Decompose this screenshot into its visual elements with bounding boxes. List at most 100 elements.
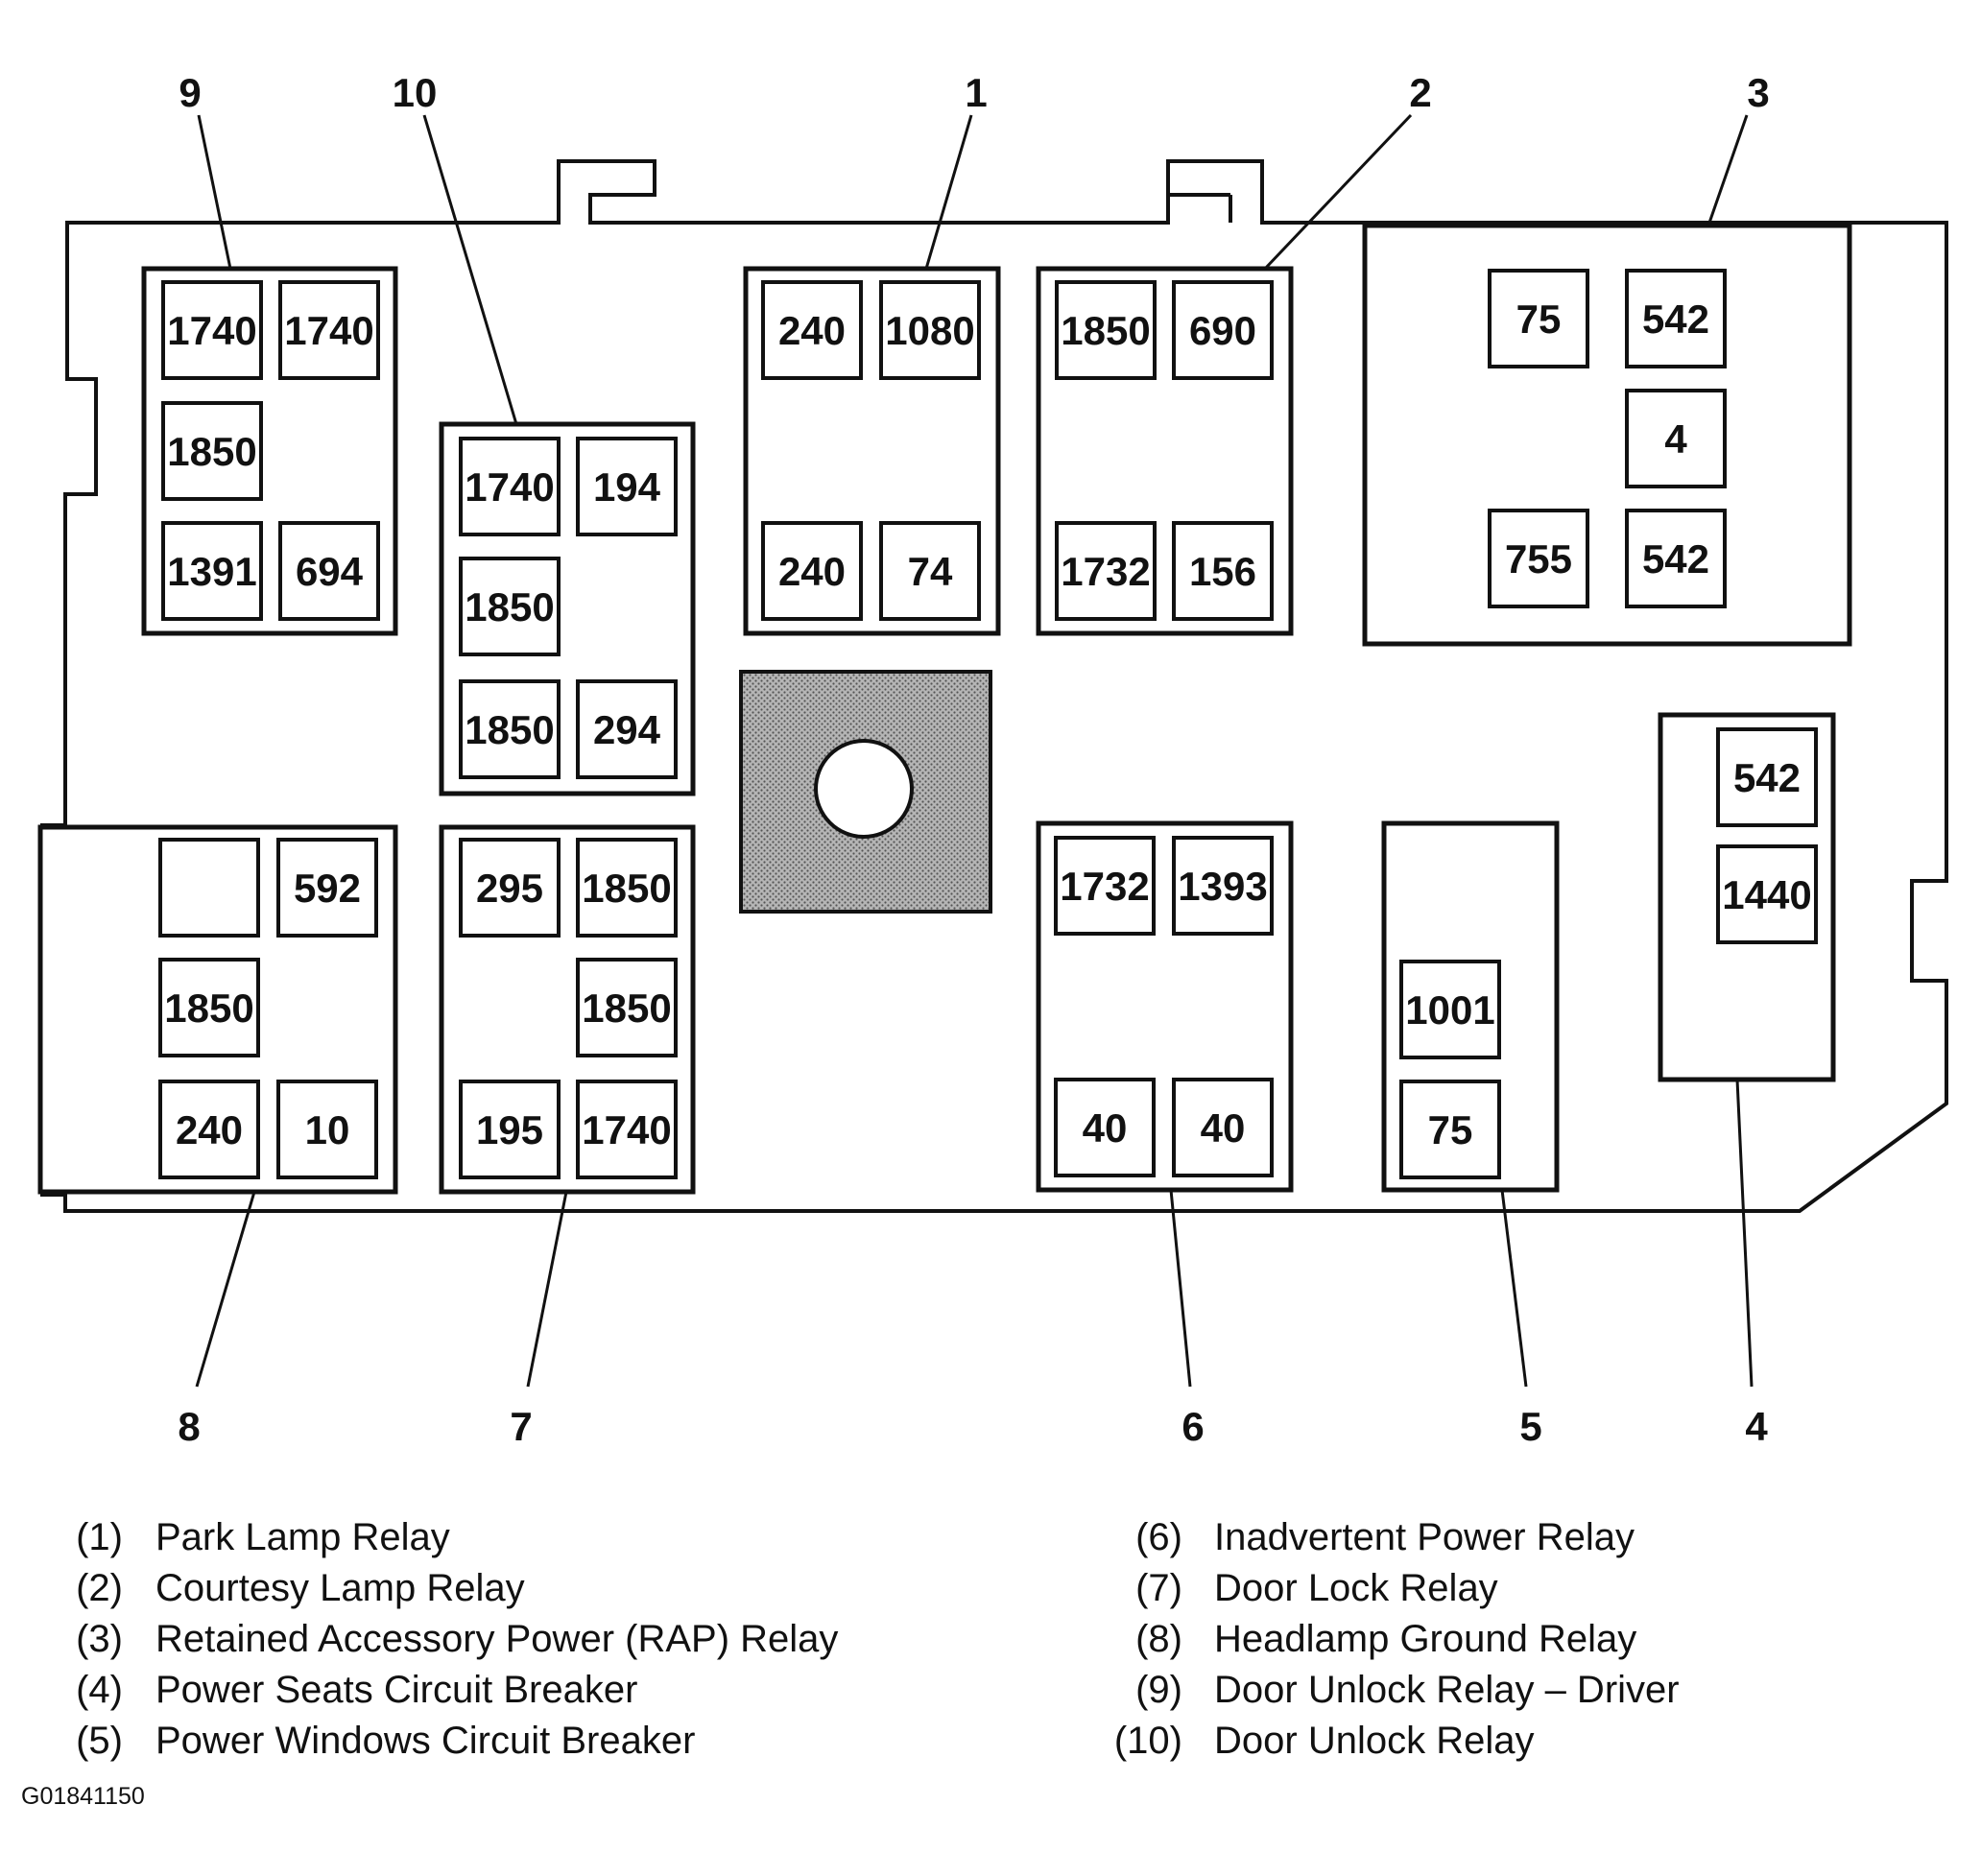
circuit-number: 542	[1642, 536, 1709, 582]
terminal-cavity	[1172, 521, 1274, 621]
callout-number-8: 8	[178, 1404, 200, 1449]
callout-leader-4	[1735, 1079, 1754, 1388]
callout-leader-7	[526, 1191, 568, 1388]
legend-number: (1)	[76, 1516, 123, 1558]
terminal-cavity	[459, 679, 561, 779]
circuit-number: 1850	[465, 584, 554, 629]
circuit-number: 1850	[167, 429, 256, 474]
circuit-number: 240	[778, 549, 846, 594]
terminal-cavity	[1054, 1078, 1156, 1177]
circuit-number: 240	[778, 308, 846, 353]
circuit-number: 1850	[465, 707, 554, 752]
callout-leader-6	[1169, 1189, 1192, 1388]
terminal-cavity	[158, 838, 260, 938]
circuit-number: 1732	[1060, 864, 1149, 909]
legend-label: Headlamp Ground Relay	[1214, 1618, 1637, 1660]
terminal-cavity	[576, 679, 678, 779]
legend-label: Power Windows Circuit Breaker	[155, 1720, 696, 1762]
legend-number: (2)	[76, 1567, 123, 1609]
circuit-number: 295	[476, 866, 543, 911]
terminal-cavity	[161, 401, 263, 501]
callout-leader-5	[1500, 1189, 1528, 1388]
legend-number: (5)	[76, 1720, 123, 1762]
circuit-number: 542	[1642, 297, 1709, 342]
relay-4: 542 1440	[1658, 712, 1836, 1082]
housing-notch	[1168, 193, 1232, 223]
legend-label: Door Unlock Relay – Driver	[1214, 1669, 1680, 1711]
callout-number-7: 7	[510, 1404, 532, 1449]
circuit-number: 1440	[1722, 872, 1811, 917]
terminal-cavity	[1488, 269, 1589, 368]
circuit-number: 194	[593, 464, 661, 510]
circuit-number: 74	[908, 549, 953, 594]
terminal-cavity	[459, 437, 561, 536]
circuit-number: 1740	[582, 1107, 671, 1152]
circuit-number: 1850	[582, 866, 671, 911]
terminal-cavity	[161, 521, 263, 621]
housing-outline	[40, 159, 1948, 1213]
callout-number-5: 5	[1519, 1404, 1541, 1449]
legend-number: (7)	[1135, 1567, 1182, 1609]
terminal-cavity	[276, 1080, 378, 1179]
terminal-cavity	[459, 838, 561, 938]
terminal-cavity	[1716, 844, 1818, 944]
terminal-cavity	[278, 280, 380, 380]
legend-number: (6)	[1135, 1516, 1182, 1558]
terminal-cavity	[1055, 521, 1157, 621]
terminal-cavity	[1399, 1080, 1501, 1179]
legend-number: (4)	[76, 1669, 123, 1711]
terminal-cavity	[1055, 280, 1157, 380]
terminal-cavity	[276, 838, 378, 938]
legend-label: Door Unlock Relay	[1214, 1720, 1535, 1762]
legend-label: Door Lock Relay	[1214, 1567, 1498, 1609]
circuit-number: 195	[476, 1107, 543, 1152]
legend-label: Retained Accessory Power (RAP) Relay	[155, 1618, 839, 1660]
terminal-cavity	[761, 521, 863, 621]
legend-number: (8)	[1135, 1618, 1182, 1660]
terminal-cavity	[459, 557, 561, 656]
circuit-number: 1001	[1405, 987, 1494, 1033]
circuit-number: 542	[1733, 755, 1801, 800]
terminal-cavity	[1054, 836, 1156, 936]
circuit-number: 75	[1428, 1107, 1473, 1152]
terminal-cavity	[1399, 960, 1501, 1059]
callout-leader-3	[1707, 114, 1749, 226]
terminal-cavity	[1488, 509, 1589, 608]
legend-number: (9)	[1135, 1669, 1182, 1711]
relay-7: 295 1850 1850 195 1740	[439, 824, 696, 1195]
terminal-cavity	[278, 521, 380, 621]
circuit-number: 40	[1201, 1105, 1246, 1151]
circuit-number: 1391	[167, 549, 256, 594]
circuit-number: 694	[296, 549, 364, 594]
callout-number-9: 9	[179, 70, 201, 115]
legend-number: (10)	[1113, 1720, 1182, 1762]
terminal-cavity	[761, 280, 863, 380]
callout-number-3: 3	[1747, 70, 1769, 115]
callout-leader-2	[1263, 113, 1413, 271]
callout-number-10: 10	[393, 70, 438, 115]
relay-5: 1001 75	[1381, 820, 1560, 1193]
terminal-cavity	[1625, 269, 1727, 368]
figure-id: G01841150	[21, 1783, 145, 1810]
circuit-number: 4	[1664, 416, 1687, 462]
circuit-number: 1850	[582, 985, 671, 1031]
circuit-number: 1850	[1061, 308, 1150, 353]
terminal-cavity	[158, 958, 260, 1057]
terminal-cavity	[879, 280, 981, 380]
mounting-hole	[814, 739, 914, 839]
circuit-number: 10	[305, 1107, 350, 1152]
circuit-number: 592	[294, 866, 361, 911]
circuit-number: 294	[593, 707, 661, 752]
circuit-number: 1740	[284, 308, 373, 353]
legend-number: (3)	[76, 1618, 123, 1660]
callout-number-2: 2	[1409, 70, 1431, 115]
legend-label: Park Lamp Relay	[155, 1516, 450, 1558]
circuit-number: 40	[1083, 1105, 1128, 1151]
callout-number-6: 6	[1181, 1404, 1204, 1449]
circuit-number: 1850	[164, 985, 253, 1031]
terminal-cavity	[1625, 509, 1727, 608]
circuit-number: 1393	[1178, 864, 1267, 909]
